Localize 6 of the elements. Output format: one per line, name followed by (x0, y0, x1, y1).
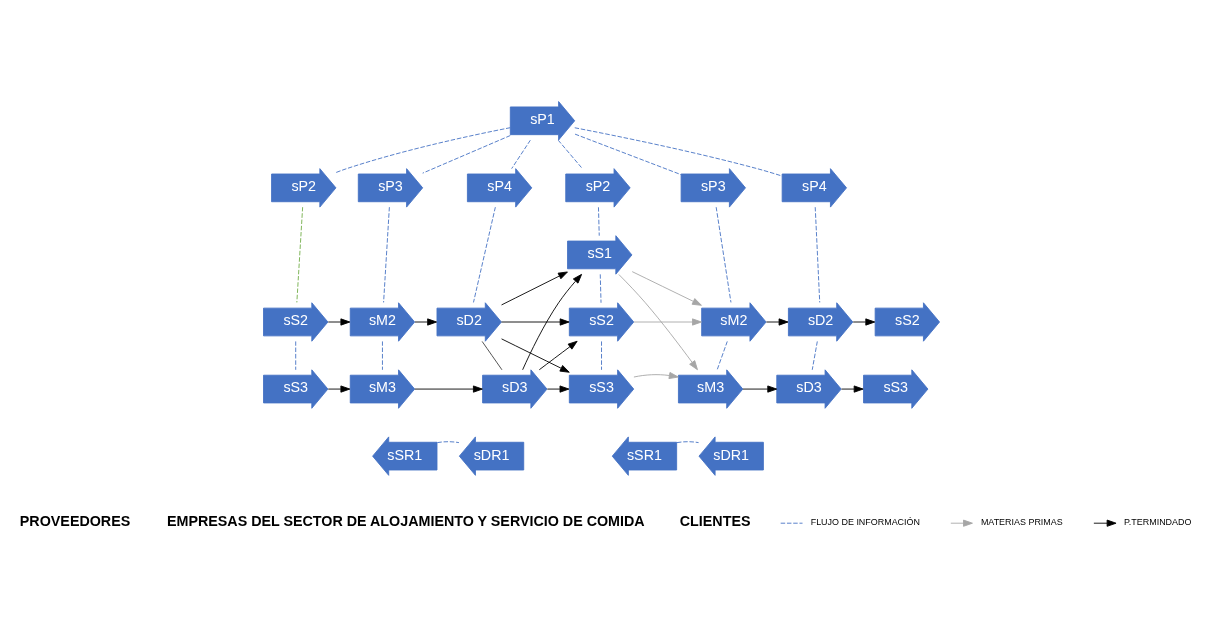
legend-label: P.TERMINDADO (1124, 516, 1192, 527)
label: CLIENTES (679, 512, 751, 529)
label: PROVEEDORES (19, 512, 131, 529)
legend-label: MATERIAS PRIMAS (980, 516, 1063, 527)
label: EMPRESAS DEL SECTOR DE ALOJAMIENTO Y SERVICIO DE COMIDA (166, 512, 645, 529)
legend-label: FLUJO DE INFORMACIÓN (810, 516, 920, 527)
